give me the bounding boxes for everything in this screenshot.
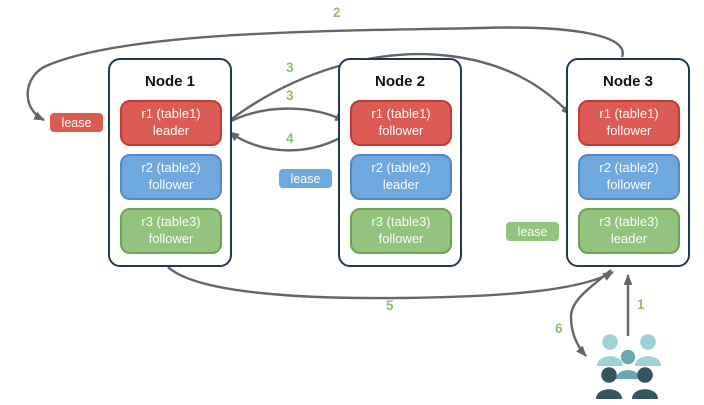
person-icon: [596, 367, 622, 399]
person-icon: [632, 367, 658, 399]
arrow-3-leader-to-node3-follower: [224, 52, 572, 125]
node-box-3: Node 3 r1 (table1) follower r2 (table2) …: [566, 58, 690, 267]
node-title: Node 2: [374, 73, 425, 90]
arrow-3-leader-to-node2-follower: [224, 107, 346, 126]
replica-name: r2 (table2): [141, 160, 201, 176]
replica-role: follower: [148, 231, 194, 246]
arrow-6-node3-to-users: [569, 269, 612, 357]
replica-role: follower: [148, 177, 194, 192]
node-box-1: Node 1 r1 (table1) leader r2 (table2) fo…: [108, 58, 232, 267]
replica-name: r3 (table3): [599, 214, 659, 230]
node-box-2: Node 2 r1 (table1) follower r2 (table2) …: [338, 58, 462, 267]
replica-name: r1 (table1): [599, 106, 659, 122]
replica-node2-r3: r3 (table3) follower: [350, 208, 452, 254]
replica-role: follower: [606, 123, 652, 138]
node-title: Node 1: [144, 73, 195, 90]
replica-role: leader: [610, 231, 648, 246]
step-label-6: 6: [555, 321, 563, 336]
arrow-5-leader-to-gateway: [167, 266, 614, 300]
person-icon: [635, 334, 661, 366]
replica-role: follower: [378, 123, 424, 138]
step-label-3a: 3: [286, 60, 294, 75]
users-group-icon: [596, 334, 661, 399]
node-title: Node 3: [602, 73, 653, 90]
step-label-1: 1: [637, 297, 645, 312]
replica-node1-r3: r3 (table3) follower: [120, 208, 222, 254]
lease-badge-node3-r3: lease: [505, 221, 560, 242]
arrow-4-ack-to-leader: [228, 130, 351, 152]
lease-badge-node1-r1: lease: [49, 112, 104, 133]
step-label-5: 5: [386, 298, 394, 313]
person-icon: [616, 349, 640, 380]
replica-name: r1 (table1): [141, 106, 201, 122]
replica-node1-r1: r1 (table1) leader: [120, 100, 222, 146]
replica-name: r2 (table2): [599, 160, 659, 176]
person-icon: [597, 334, 623, 366]
step-label-3b: 3: [286, 88, 294, 103]
replica-node1-r2: r2 (table2) follower: [120, 154, 222, 200]
lease-badge-node2-r2: lease: [278, 168, 333, 189]
replica-name: r3 (table3): [371, 214, 431, 230]
replica-node3-r1: r1 (table1) follower: [578, 100, 680, 146]
replica-node2-r2: r2 (table2) leader: [350, 154, 452, 200]
step-label-2: 2: [333, 5, 341, 20]
replica-node3-r2: r2 (table2) follower: [578, 154, 680, 200]
replica-role: follower: [606, 177, 652, 192]
replica-name: r1 (table1): [371, 106, 431, 122]
replica-name: r3 (table3): [141, 214, 201, 230]
replica-role: leader: [152, 123, 190, 138]
replica-name: r2 (table2): [371, 160, 431, 176]
replica-role: follower: [378, 231, 424, 246]
replica-node3-r3: r3 (table3) leader: [578, 208, 680, 254]
step-label-4: 4: [286, 131, 294, 146]
arrow-2-gateway-to-leaseholder: [26, 26, 624, 122]
replica-node2-r1: r1 (table1) follower: [350, 100, 452, 146]
replica-role: leader: [382, 177, 420, 192]
